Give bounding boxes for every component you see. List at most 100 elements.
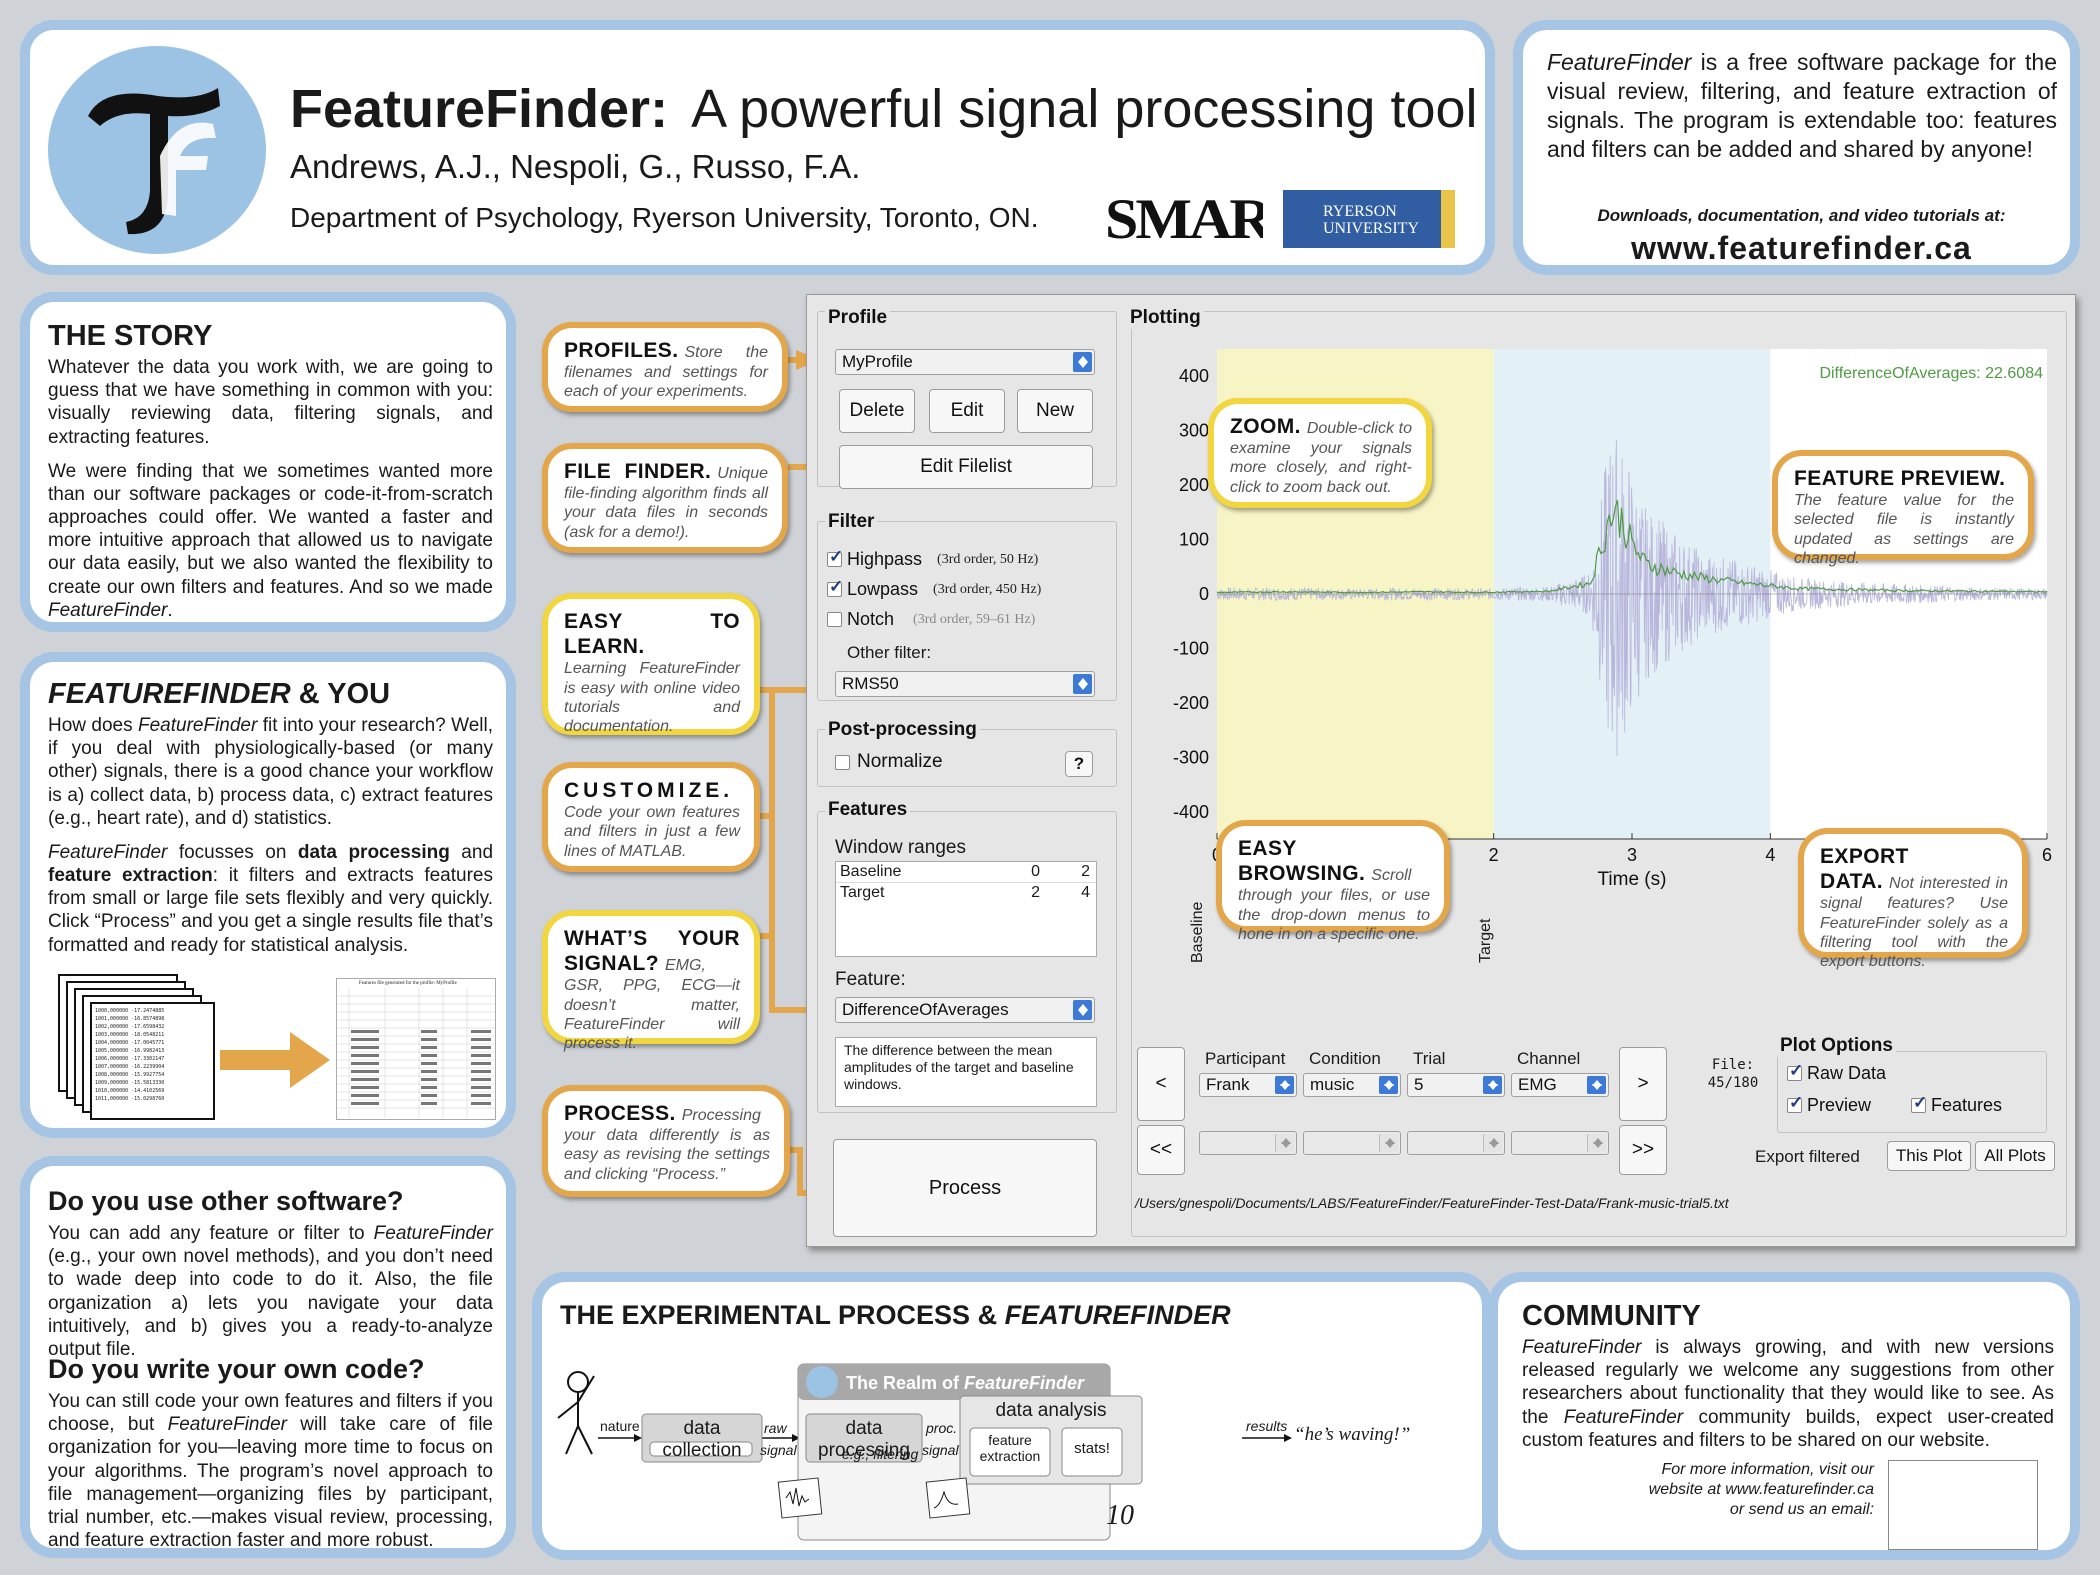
you-p1c: fit into your research? Well, if you dea… [48,715,493,829]
downloads-label: Downloads, documentation, and video tuto… [1597,206,2006,225]
last-file-button[interactable]: >> [1619,1125,1667,1175]
process-button[interactable]: Process [833,1139,1097,1237]
spreadsheet-title: Features file generated for the profile:… [359,981,457,986]
community-panel: COMMUNITY FeatureFinder is always growin… [1488,1272,2080,1560]
y-tick-label: -400 [1173,802,1209,822]
smart-logo-text: SMART [1105,190,1263,248]
story-p2c: . [167,599,173,621]
results-label: results [1246,1418,1288,1434]
new-profile-button[interactable]: New [1017,389,1093,433]
processing-example: e.g., filtering [842,1446,919,1462]
profile-select[interactable]: MyProfile [835,349,1095,375]
export-all-plots-button[interactable]: All Plots [1975,1141,2055,1171]
intro-panel: FeatureFinder is a free software package… [1513,20,2080,275]
callout-export: EXPORT DATA.Not interested in signal fea… [1798,828,2028,970]
data-analysis-label: data analysis [995,1400,1107,1421]
affiliation: Department of Psychology, Ryerson Univer… [290,202,1039,233]
participant-select[interactable]: Frank [1199,1073,1297,1097]
features-title: Features [825,799,911,821]
raw-data-checkbox[interactable]: Raw Data [1787,1061,1887,1084]
y-tick-label: 200 [1179,475,1209,495]
x-tick-label: 6 [2042,845,2052,865]
story-p1: Whatever the data you work with, we are … [48,357,493,448]
sample-line: 1006,000000 -17.3302147 [95,1056,165,1062]
trial-value: 5 [1414,1075,1424,1094]
normalize-label: Normalize [857,751,943,772]
highpass-checkbox[interactable]: Highpass(3rd order, 50 Hz) [827,547,1038,570]
table-row[interactable]: Baseline 0 2 [836,862,1096,883]
sample-line: 1004,000000 -17.0045771 [95,1040,165,1046]
trial-select[interactable]: 5 [1407,1073,1505,1097]
title-rest: A powerful signal processing tool [691,79,1478,139]
poster-title: FeatureFinder: A powerful signal process… [290,78,1478,140]
callout-filefinder-text: Unique file-finding algorithm finds all … [564,465,768,541]
you-p2c: data processing [297,841,450,863]
data-processing-label: data processing [818,1418,910,1461]
highpass-label: Highpass [847,549,923,569]
story-body: Whatever the data you work with, we are … [48,356,493,633]
intro-body: is a free software package for the visua… [1547,49,2057,162]
callout-preview: FEATURE PREVIEW.The feature value for th… [1772,450,2034,567]
you-p1a: How does [48,715,138,736]
plot-options-title: Plot Options [1777,1035,1896,1057]
community-text-d: community builds, expect user-created cu… [1522,1406,2054,1451]
community-body: FeatureFinder is always growing, and wit… [1522,1336,2054,1452]
you-title-a: FEATUREFINDER [48,678,291,710]
edit-profile-button[interactable]: Edit [929,389,1005,433]
export-this-plot-button[interactable]: This Plot [1887,1141,1971,1171]
y-tick-label: -200 [1173,693,1209,713]
more-info-line-2[interactable]: website at www.featurefinder.ca [1648,1481,1874,1498]
export-filtered-label: Export filtered [1755,1147,1860,1166]
features-checkbox[interactable]: Features [1911,1093,2003,1116]
normalize-help-button[interactable]: ? [1065,751,1093,777]
features-label: Features [1931,1095,2003,1115]
first-file-button[interactable]: << [1137,1125,1185,1175]
profile-title: Profile [825,307,891,329]
edit-filelist-button[interactable]: Edit Filelist [839,445,1093,489]
table-row[interactable]: Target 2 4 [836,883,1096,903]
next-file-button[interactable]: > [1619,1047,1667,1121]
callout-signal-text: EMG, GSR, PPG, ECG—it doesn’t matter, Fe… [564,957,740,1052]
website-url[interactable]: www.featurefinder.ca [1631,230,1972,266]
lowpass-checkbox[interactable]: Lowpass(3rd order, 450 Hz) [827,577,1041,600]
postprocessing-title: Post-processing [825,719,980,741]
callout-profiles: PROFILES.Store the filenames and setting… [542,322,788,412]
callout-signal-title: WHAT’S YOUR SIGNAL? [564,927,740,976]
prev-file-button[interactable]: < [1137,1047,1185,1121]
normalize-checkbox[interactable]: Normalize [835,751,943,773]
sample-line: 1003,000000 -18.0548211 [95,1032,165,1038]
raw-label: raw [764,1420,787,1436]
x-axis-label: Time (s) [1598,869,1667,890]
condition-value: music [1310,1075,1355,1094]
delete-profile-button[interactable]: Delete [839,389,915,433]
channel-stepper[interactable] [1511,1131,1609,1155]
trial-stepper[interactable] [1407,1131,1505,1155]
feature-extraction-line-2: extraction [979,1448,1041,1464]
plotting-group [1131,311,2067,1237]
feature-label: Feature: [835,969,906,990]
callout-export-text: Not interested in signal features? Use F… [1820,875,2008,970]
preview-checkbox[interactable]: Preview [1787,1093,1871,1116]
sample-line: 1001,000000 -16.8574898 [95,1016,165,1022]
raw-data-label: Raw Data [1807,1063,1887,1083]
other-filter-select[interactable]: RMS50 [835,671,1095,697]
stepper-icon [1587,1134,1606,1152]
condition-stepper[interactable] [1303,1131,1401,1155]
channel-select[interactable]: EMG [1511,1073,1609,1097]
raw-signal-label: signal [760,1442,797,1458]
callout-customize-title: CUSTOMIZE. [564,779,734,802]
notch-checkbox[interactable]: Notch(3rd order, 59–61 Hz) [827,609,1035,630]
callout-export-title: EXPORT DATA. [1820,845,1909,894]
realm-title: The Realm of FeatureFinder [846,1373,1084,1394]
participant-stepper[interactable] [1199,1131,1297,1155]
nature-label: nature [600,1418,640,1434]
proc-label: proc. [926,1420,958,1436]
stick-figure-icon [557,1371,595,1455]
condition-select[interactable]: music [1303,1073,1401,1097]
filter-title: Filter [825,511,878,533]
x-tick-label: 4 [1765,845,1775,865]
filter-group [817,521,1117,701]
feature-select[interactable]: DifferenceOfAverages [835,997,1095,1023]
